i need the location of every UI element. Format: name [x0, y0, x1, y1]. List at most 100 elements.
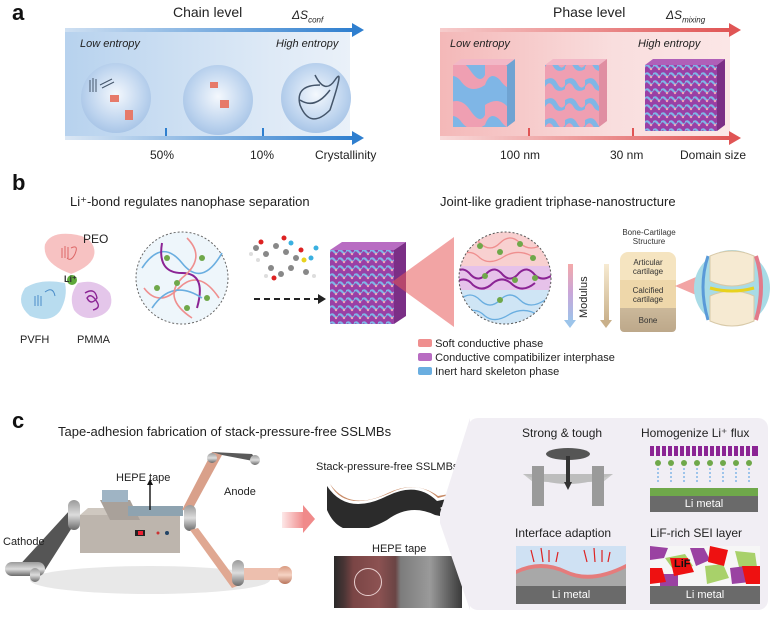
process-to-product-arrowhead	[303, 505, 315, 533]
li-ion	[154, 285, 160, 291]
interface-adaption-icon	[516, 546, 626, 586]
peo-label: PEO	[83, 232, 109, 246]
bone-cartilage-title-line1: Bone-Cartilage	[622, 228, 676, 237]
phase-cubes	[453, 59, 725, 131]
chain-level-title: Chain level	[173, 4, 243, 20]
polymer-clover	[21, 233, 112, 320]
pmma-lobe	[71, 281, 112, 319]
roller	[30, 568, 40, 582]
bone-cartilage-block: Articular cartilage Calcified cartilage …	[620, 252, 676, 332]
anode-label: Anode	[224, 486, 256, 498]
panel-b-left-title: Li⁺-bond regulates nanophase separation	[70, 194, 310, 209]
power-button	[165, 531, 169, 535]
high-entropy-phase-cube	[645, 59, 725, 131]
tick-50	[165, 128, 167, 136]
zoom-cone	[392, 237, 454, 327]
legend-swatch	[418, 367, 432, 375]
cathode-label: Cathode	[3, 536, 45, 548]
product-label: Stack-pressure-free SSLMBs	[316, 461, 459, 473]
tick-label-100nm: 100 nm	[500, 148, 541, 162]
hepe-tape-strip	[128, 506, 183, 516]
modulus-gradient-arrow	[568, 264, 573, 322]
anode-film	[182, 452, 222, 510]
callout-cone	[440, 418, 470, 610]
phase-entropy-arrow	[440, 28, 730, 32]
feature-strong-tough-title: Strong & tough	[522, 426, 603, 440]
li-ion	[174, 280, 180, 286]
roller	[207, 453, 217, 463]
chain-high-entropy-label: High entropy	[276, 38, 339, 50]
high-entropy-chain-sphere	[281, 63, 351, 133]
machine-body	[80, 515, 180, 553]
dashed-process-arrow	[254, 298, 320, 300]
tick-label-30nm: 30 nm	[610, 148, 644, 162]
crystal-domain	[220, 100, 229, 108]
flexible-battery-illustration	[327, 484, 462, 528]
li-ion-icon	[67, 275, 77, 285]
chain-sphere-details	[89, 74, 340, 120]
legend-item-soft-conductive: Soft conductive phase	[418, 337, 615, 351]
hepe-tape-photo-label: HEPE tape	[372, 543, 427, 555]
panel-c-title: Tape-adhesion fabrication of stack-press…	[58, 424, 392, 439]
bone-cartilage-title: Bone-Cartilage Structure	[614, 228, 684, 246]
li-ion	[184, 305, 190, 311]
roller	[232, 560, 244, 586]
pvfh-lobe	[21, 281, 66, 320]
tape-feeder	[102, 490, 128, 502]
pmma-chain	[84, 290, 100, 311]
li-ion	[204, 295, 210, 301]
feature-homogenize-flux-title: Homogenize Li⁺ flux	[641, 426, 750, 440]
crystallinity-axis-label: Crystallinity	[315, 148, 377, 162]
tick-label-50: 50%	[150, 148, 175, 162]
amorphous-chain	[298, 74, 340, 120]
legend-swatch	[418, 353, 432, 361]
legend-item-compatibilizer: Conductive compatibilizer interphase	[418, 351, 615, 365]
legend-label: Conductive compatibilizer interphase	[435, 352, 615, 364]
li-ion	[164, 255, 170, 261]
roller	[250, 455, 260, 465]
phase-entropy-label: ΔSmixing	[666, 8, 705, 24]
panel-a-letter: a	[12, 0, 25, 25]
chain-low-entropy-label: Low entropy	[80, 38, 140, 50]
process-to-product-arrow	[282, 512, 304, 528]
chain-entropy-arrowhead	[352, 23, 364, 37]
crystal-lamella	[89, 78, 115, 92]
legend-label: Inert hard skeleton phase	[435, 366, 560, 378]
tick-100nm	[528, 128, 530, 136]
chain-entropy-arrow	[65, 28, 353, 32]
low-entropy-phase-cube	[453, 59, 515, 127]
phase-entropy-arrowhead	[729, 23, 741, 37]
modulus-gradient-arrowhead	[564, 320, 576, 328]
mid-entropy-phase-cube	[545, 59, 607, 127]
knee-joint-illustration	[675, 250, 770, 327]
tick-30nm	[632, 128, 634, 136]
composite-film	[190, 528, 240, 588]
domain-size-axis-label: Domain size	[680, 148, 747, 162]
hepe-tape-photo	[334, 556, 462, 608]
domain-size-axis-line	[440, 136, 730, 140]
chain-entropy-subscript: conf	[308, 15, 324, 25]
triphase-nanostructure-cube	[330, 242, 406, 324]
cathode-film	[15, 510, 80, 570]
lif-grain	[670, 558, 694, 576]
panel-b-right-title: Joint-like gradient triphase-nanostructu…	[440, 194, 676, 209]
legend-swatch	[418, 339, 432, 347]
layer-calcified-cartilage: Calcified cartilage	[632, 286, 664, 304]
phase-entropy-symbol: ΔS	[666, 8, 683, 22]
pmma-label: PMMA	[77, 334, 110, 346]
li-salt-molecule	[249, 235, 319, 281]
peo-chain	[61, 246, 77, 260]
homogenize-flux-icon	[650, 446, 758, 496]
tape-adhesion-machine	[5, 452, 292, 594]
polymer-blend-circle	[135, 231, 229, 325]
legend-item-hard-skeleton: Inert hard skeleton phase	[418, 365, 615, 379]
peo-lobe	[44, 233, 95, 274]
chain-entropy-label: ΔSconf	[292, 8, 323, 24]
indicator-light	[156, 531, 160, 535]
dashed-process-arrowhead	[318, 294, 326, 304]
phase-legend: Soft conductive phase Conductive compati…	[418, 337, 615, 379]
hepe-tape-label: HEPE tape	[116, 472, 171, 484]
phase-high-entropy-label: High entropy	[638, 38, 701, 50]
gradient-triphase-circle	[458, 231, 552, 325]
tape-logo	[354, 568, 382, 596]
